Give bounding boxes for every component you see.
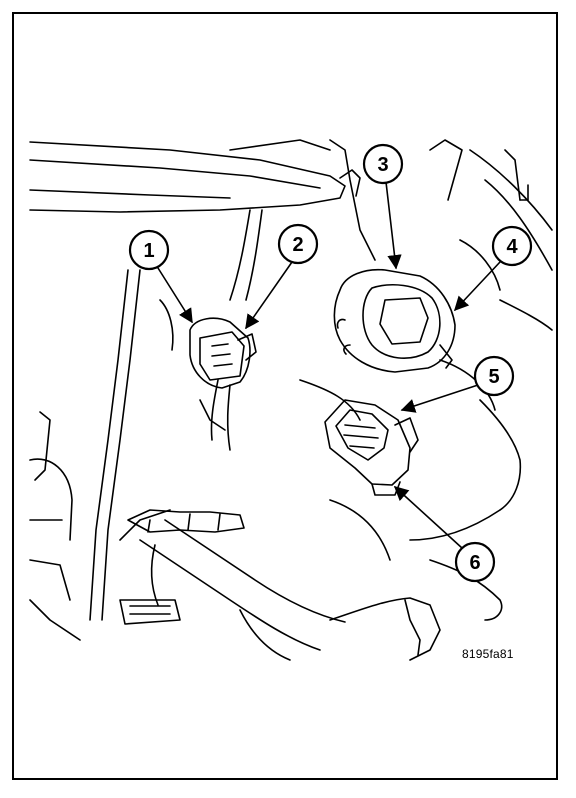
callout-1-label: 1 — [143, 240, 154, 262]
crossmember-bracket — [29, 139, 361, 213]
callout-6: 6 — [454, 541, 496, 583]
sensor-connector-left — [189, 317, 257, 389]
callout-5-label: 5 — [488, 366, 499, 388]
callout-3-label: 3 — [377, 154, 388, 176]
callout-6-label: 6 — [469, 552, 480, 574]
figure-code: 8195fa81 — [462, 647, 514, 661]
callout-2-label: 2 — [292, 234, 303, 256]
wiring-harness — [159, 209, 263, 451]
frame-rail-left — [29, 269, 171, 641]
lower-hose — [119, 509, 441, 661]
callout-4: 4 — [491, 225, 533, 267]
callout-5: 5 — [473, 355, 515, 397]
sensor-body-3-4 — [333, 268, 456, 373]
callout-1: 1 — [128, 229, 170, 271]
callout-4-label: 4 — [506, 236, 518, 258]
engine-block-right — [299, 139, 553, 621]
callout-2: 2 — [277, 223, 319, 265]
figure-frame — [12, 12, 558, 780]
connector-5-6 — [324, 399, 419, 496]
callout-3: 3 — [362, 143, 404, 185]
callout-leaders — [157, 181, 501, 549]
